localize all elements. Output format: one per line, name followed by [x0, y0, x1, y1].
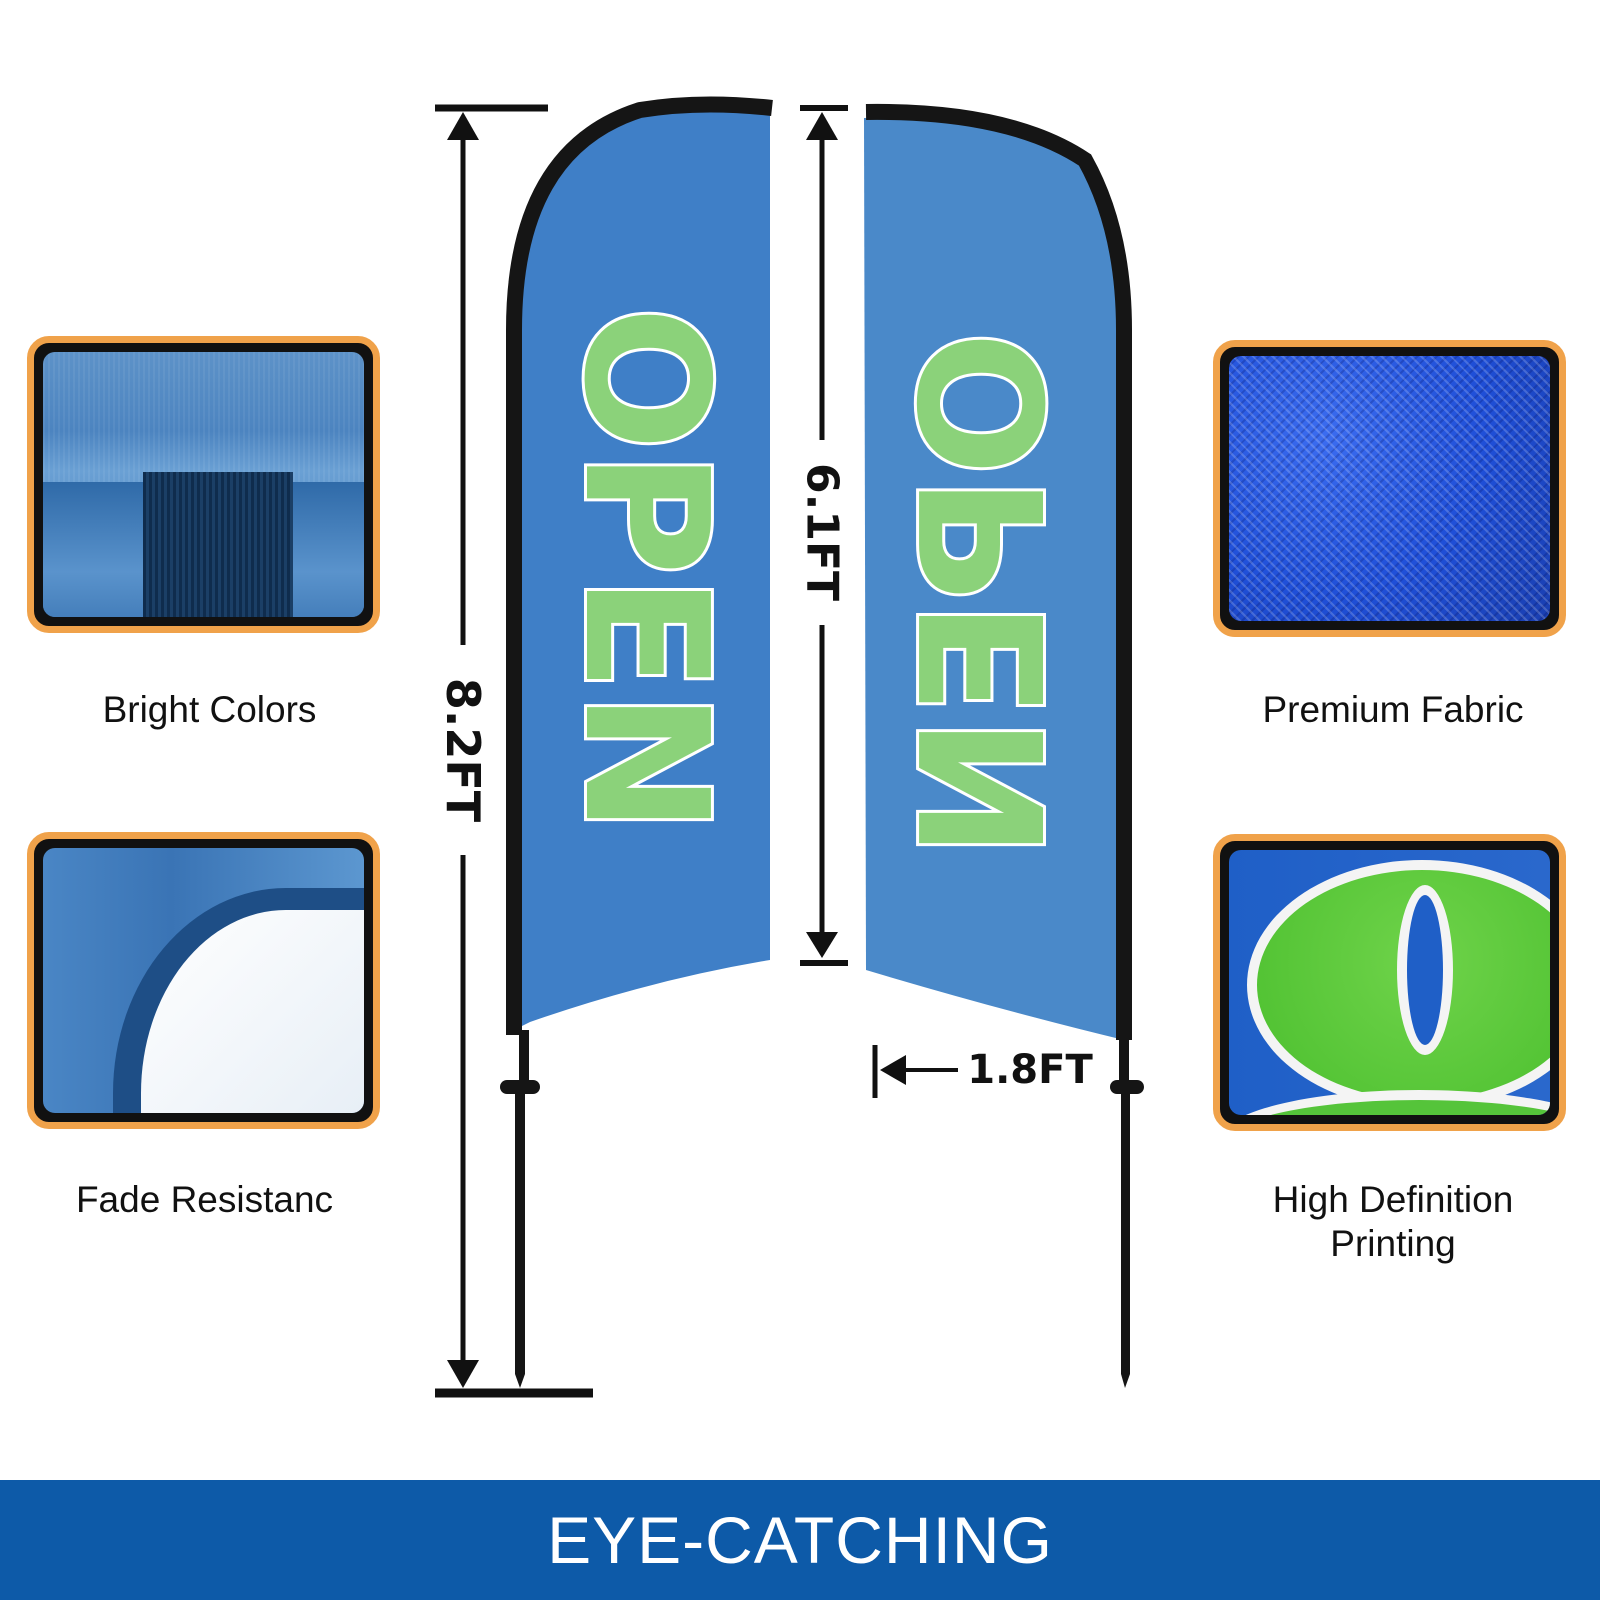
fade-resistance-swatch [43, 848, 364, 1113]
back-pole [1110, 1036, 1144, 1388]
bright-colors-card [27, 336, 380, 633]
bright-colors-swatch [43, 352, 364, 617]
hd-printing-label-line1: High Definition [1272, 1179, 1514, 1220]
banner-text: EYE-CATCHING [547, 1503, 1053, 1577]
front-pole [500, 1030, 540, 1388]
hd-printing-label: High Definition Printing [1213, 1178, 1573, 1266]
premium-fabric-swatch [1229, 356, 1550, 621]
flag-height-dimension [800, 105, 848, 966]
back-flag: OPEN [864, 103, 1132, 1041]
premium-fabric-card [1213, 340, 1566, 637]
total-height-dimension [435, 104, 593, 1398]
front-flag: OPEN [506, 96, 773, 1035]
hd-printing-card [1213, 834, 1566, 1131]
front-flag-text: OPEN [546, 306, 744, 834]
bright-colors-label: Bright Colors [102, 689, 317, 730]
eye-catching-banner: EYE-CATCHING [0, 1480, 1600, 1600]
back-flag-text: OPEN [886, 331, 1084, 859]
flag-diagram: OPEN OPEN [435, 96, 1144, 1398]
hd-printing-label-line2: Printing [1330, 1223, 1456, 1264]
flag-width-label: 1.8FT [967, 1047, 1093, 1093]
total-height-label: 8.2FT [436, 678, 490, 823]
premium-fabric-label: Premium Fabric [1262, 689, 1524, 730]
fade-resistance-label: Fade Resistanc [75, 1179, 334, 1220]
hd-printing-swatch [1229, 850, 1550, 1115]
flag-width-dimension [872, 1045, 958, 1098]
flag-height-label: 6.1FT [797, 463, 848, 601]
fade-resistance-card [27, 832, 380, 1129]
